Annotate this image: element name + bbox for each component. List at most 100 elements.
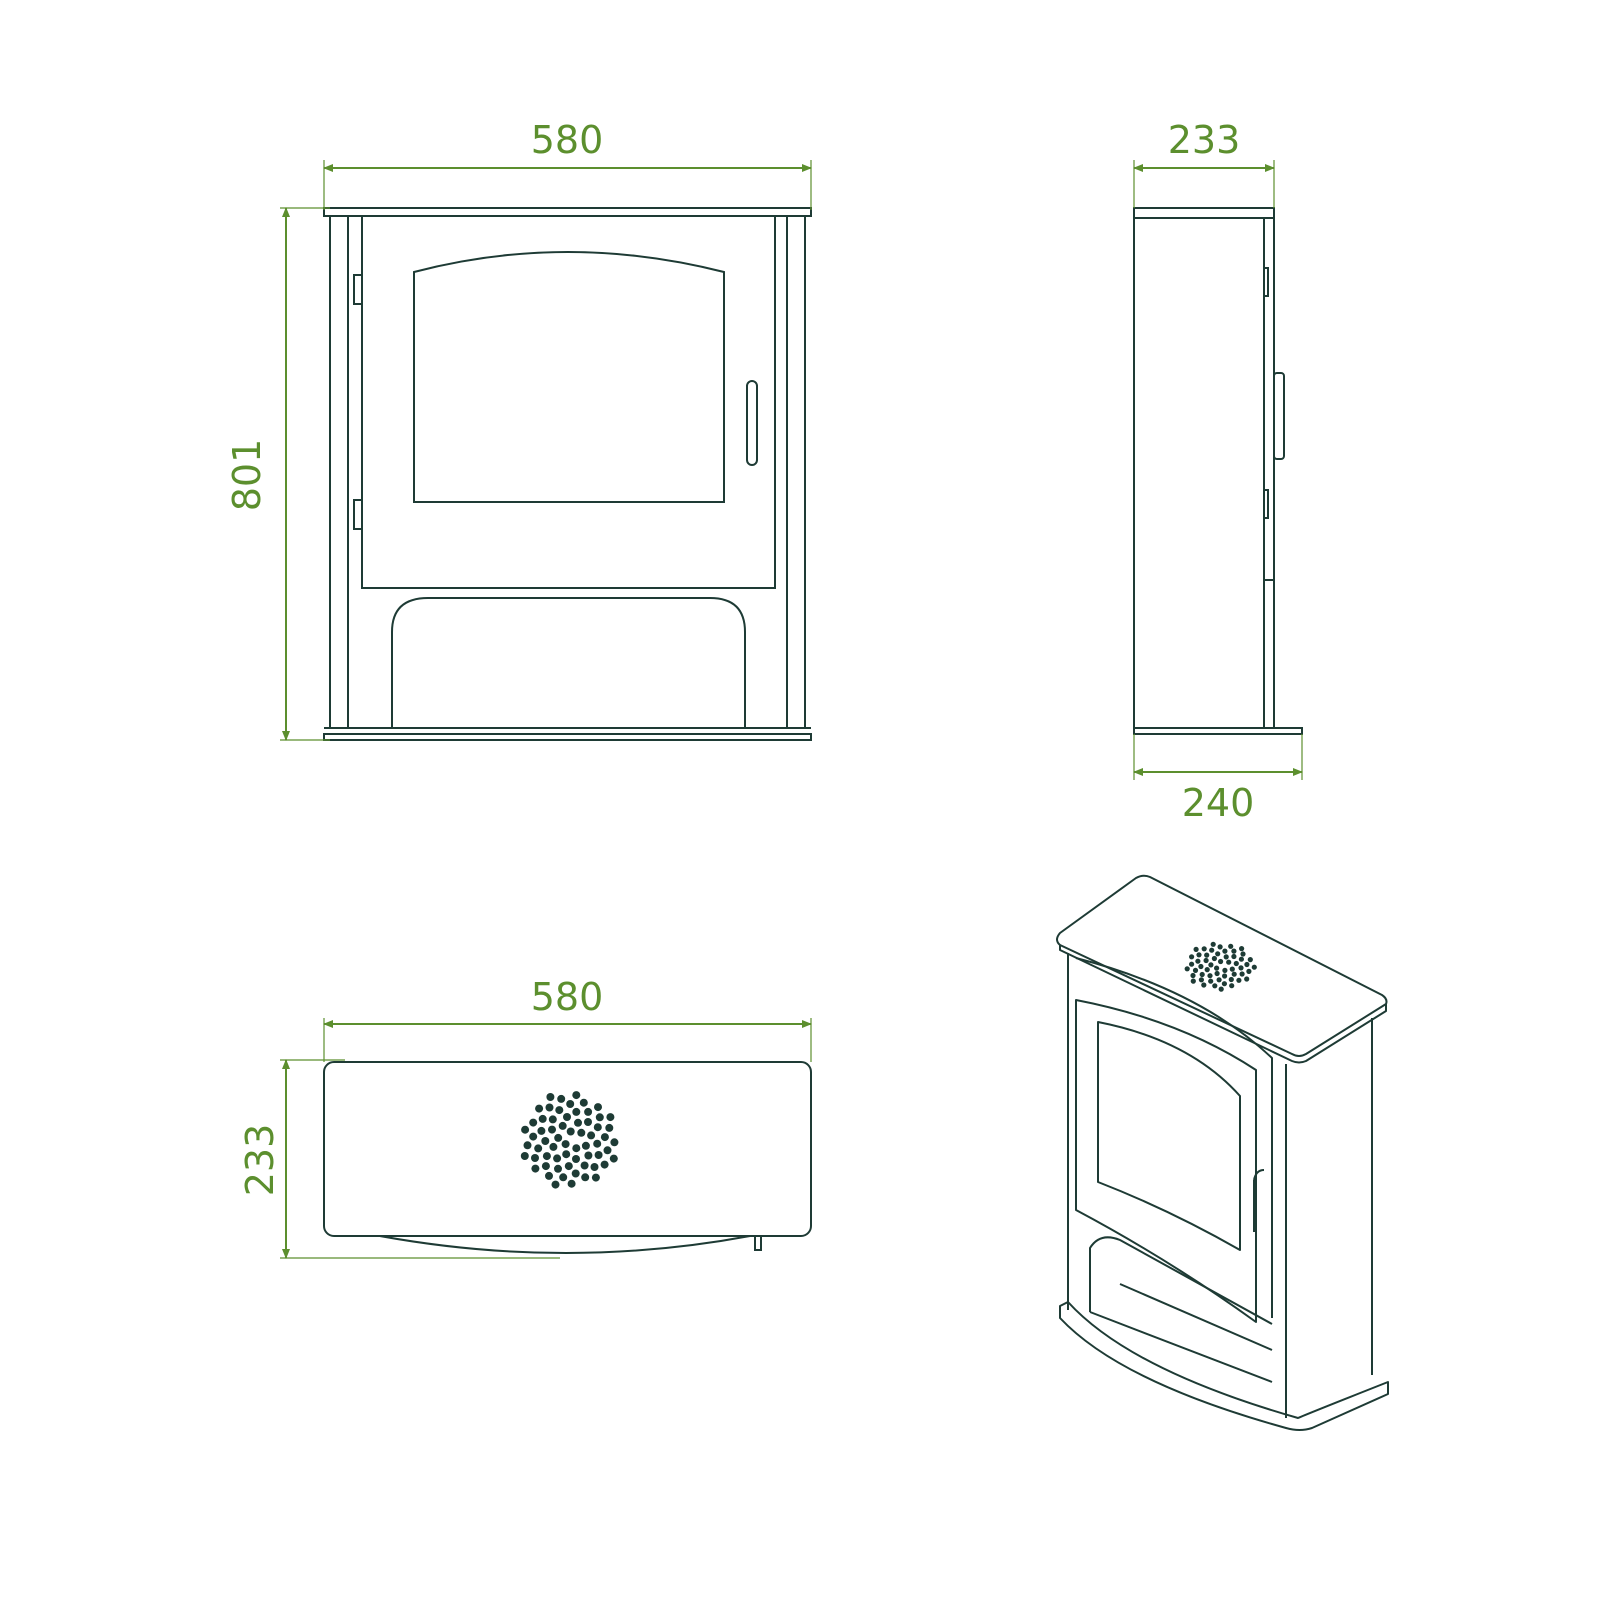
vent-hole <box>551 1180 560 1189</box>
front-hinge-top <box>353 274 363 305</box>
side-top-depth-label: 233 <box>1168 118 1241 162</box>
vent-hole <box>595 1113 604 1122</box>
side-top-slab <box>1133 207 1275 219</box>
vent-hole <box>1231 948 1237 954</box>
vent-hole <box>562 1150 571 1159</box>
front-door-window <box>413 251 725 503</box>
vent-hole <box>1217 944 1223 950</box>
vent-hole <box>559 1173 568 1182</box>
vent-hole <box>563 1113 571 1121</box>
vent-hole <box>1204 952 1210 958</box>
vent-hole <box>1210 941 1216 947</box>
vent-hole <box>1216 977 1222 983</box>
vent-hole <box>580 1161 589 1170</box>
front-body <box>329 215 806 729</box>
iso-log-store-inner <box>1119 1283 1273 1351</box>
vent-hole <box>610 1138 619 1147</box>
vent-hole <box>603 1146 612 1155</box>
vent-hole <box>1223 954 1229 960</box>
vent-hole <box>549 1142 558 1151</box>
vent-hole <box>553 1154 562 1163</box>
vent-hole <box>529 1132 538 1141</box>
vent-hole <box>1189 954 1195 960</box>
iso-top-slab-edge <box>1059 945 1387 1064</box>
vent-hole <box>541 1162 550 1171</box>
vent-hole <box>1198 977 1204 983</box>
vent-hole <box>594 1151 603 1159</box>
vent-hole <box>535 1104 544 1113</box>
front-width-label: 580 <box>531 118 604 162</box>
vent-hole <box>537 1126 546 1135</box>
vent-hole <box>538 1114 547 1123</box>
vent-hole <box>1199 971 1205 978</box>
vent-hole <box>1238 965 1244 971</box>
vent-hole <box>1228 943 1234 949</box>
vent-hole <box>1228 976 1234 983</box>
vent-hole <box>1212 983 1218 989</box>
vent-hole <box>593 1123 602 1132</box>
vent-hole <box>1222 967 1228 974</box>
side-body <box>1133 217 1265 729</box>
front-door-handle <box>746 380 758 466</box>
iso-door <box>1075 999 1257 1323</box>
vent-hole <box>523 1141 532 1150</box>
vent-hole <box>1201 982 1207 988</box>
iso-front-panel <box>1075 957 1273 1318</box>
vent-hole <box>521 1125 530 1134</box>
side-view <box>1133 207 1303 735</box>
vent-hole <box>545 1171 553 1180</box>
vent-hole <box>1209 947 1215 953</box>
iso-base-plinth <box>1059 1301 1389 1431</box>
vent-hole <box>1231 971 1237 977</box>
vent-hole <box>1214 965 1220 971</box>
top-dimensions: 580 233 <box>238 975 812 1259</box>
vent-hole <box>1218 986 1224 992</box>
vent-hole <box>584 1118 592 1126</box>
vent-hole <box>594 1103 602 1112</box>
vent-hole <box>548 1115 557 1124</box>
top-vent-grille <box>520 1091 619 1189</box>
vent-hole <box>1233 960 1239 967</box>
vent-hole <box>531 1164 540 1173</box>
vent-hole <box>572 1091 581 1100</box>
vent-hole <box>593 1139 602 1148</box>
front-height-label: 801 <box>225 439 269 512</box>
vent-hole <box>1221 981 1227 987</box>
vent-hole <box>1247 957 1253 963</box>
iso-log-store <box>1089 1236 1273 1325</box>
vent-hole <box>1204 967 1210 973</box>
vent-hole <box>606 1113 615 1122</box>
vent-hole <box>572 1144 581 1153</box>
vent-hole <box>542 1152 551 1161</box>
front-top-slab <box>323 207 812 217</box>
side-handle <box>1273 372 1285 460</box>
vent-hole <box>574 1118 582 1127</box>
top-width-label: 580 <box>531 975 604 1019</box>
front-hinge-bottom <box>353 499 363 530</box>
vent-hole <box>600 1160 609 1169</box>
vent-hole <box>571 1169 580 1178</box>
vent-hole <box>1244 961 1250 968</box>
side-hinge-bottom <box>1263 489 1269 519</box>
vent-hole <box>564 1162 573 1171</box>
vent-hole <box>1184 966 1190 972</box>
vent-hole <box>1246 968 1252 975</box>
vent-hole <box>557 1094 566 1103</box>
vent-hole <box>558 1121 567 1130</box>
vent-hole <box>591 1173 600 1182</box>
vent-hole <box>1239 946 1245 952</box>
vent-hole <box>1207 973 1213 979</box>
vent-hole <box>609 1154 618 1163</box>
top-handle-stub <box>754 1235 762 1251</box>
vent-hole <box>590 1163 599 1171</box>
vent-hole <box>554 1164 562 1173</box>
vent-hole <box>581 1173 590 1182</box>
vent-hole <box>600 1133 609 1142</box>
vent-hole <box>1208 962 1214 968</box>
vent-hole <box>572 1107 581 1116</box>
vent-hole <box>1238 956 1244 962</box>
top-depth-label: 233 <box>238 1124 282 1197</box>
vent-hole <box>1195 958 1201 964</box>
vent-hole <box>1236 977 1242 983</box>
